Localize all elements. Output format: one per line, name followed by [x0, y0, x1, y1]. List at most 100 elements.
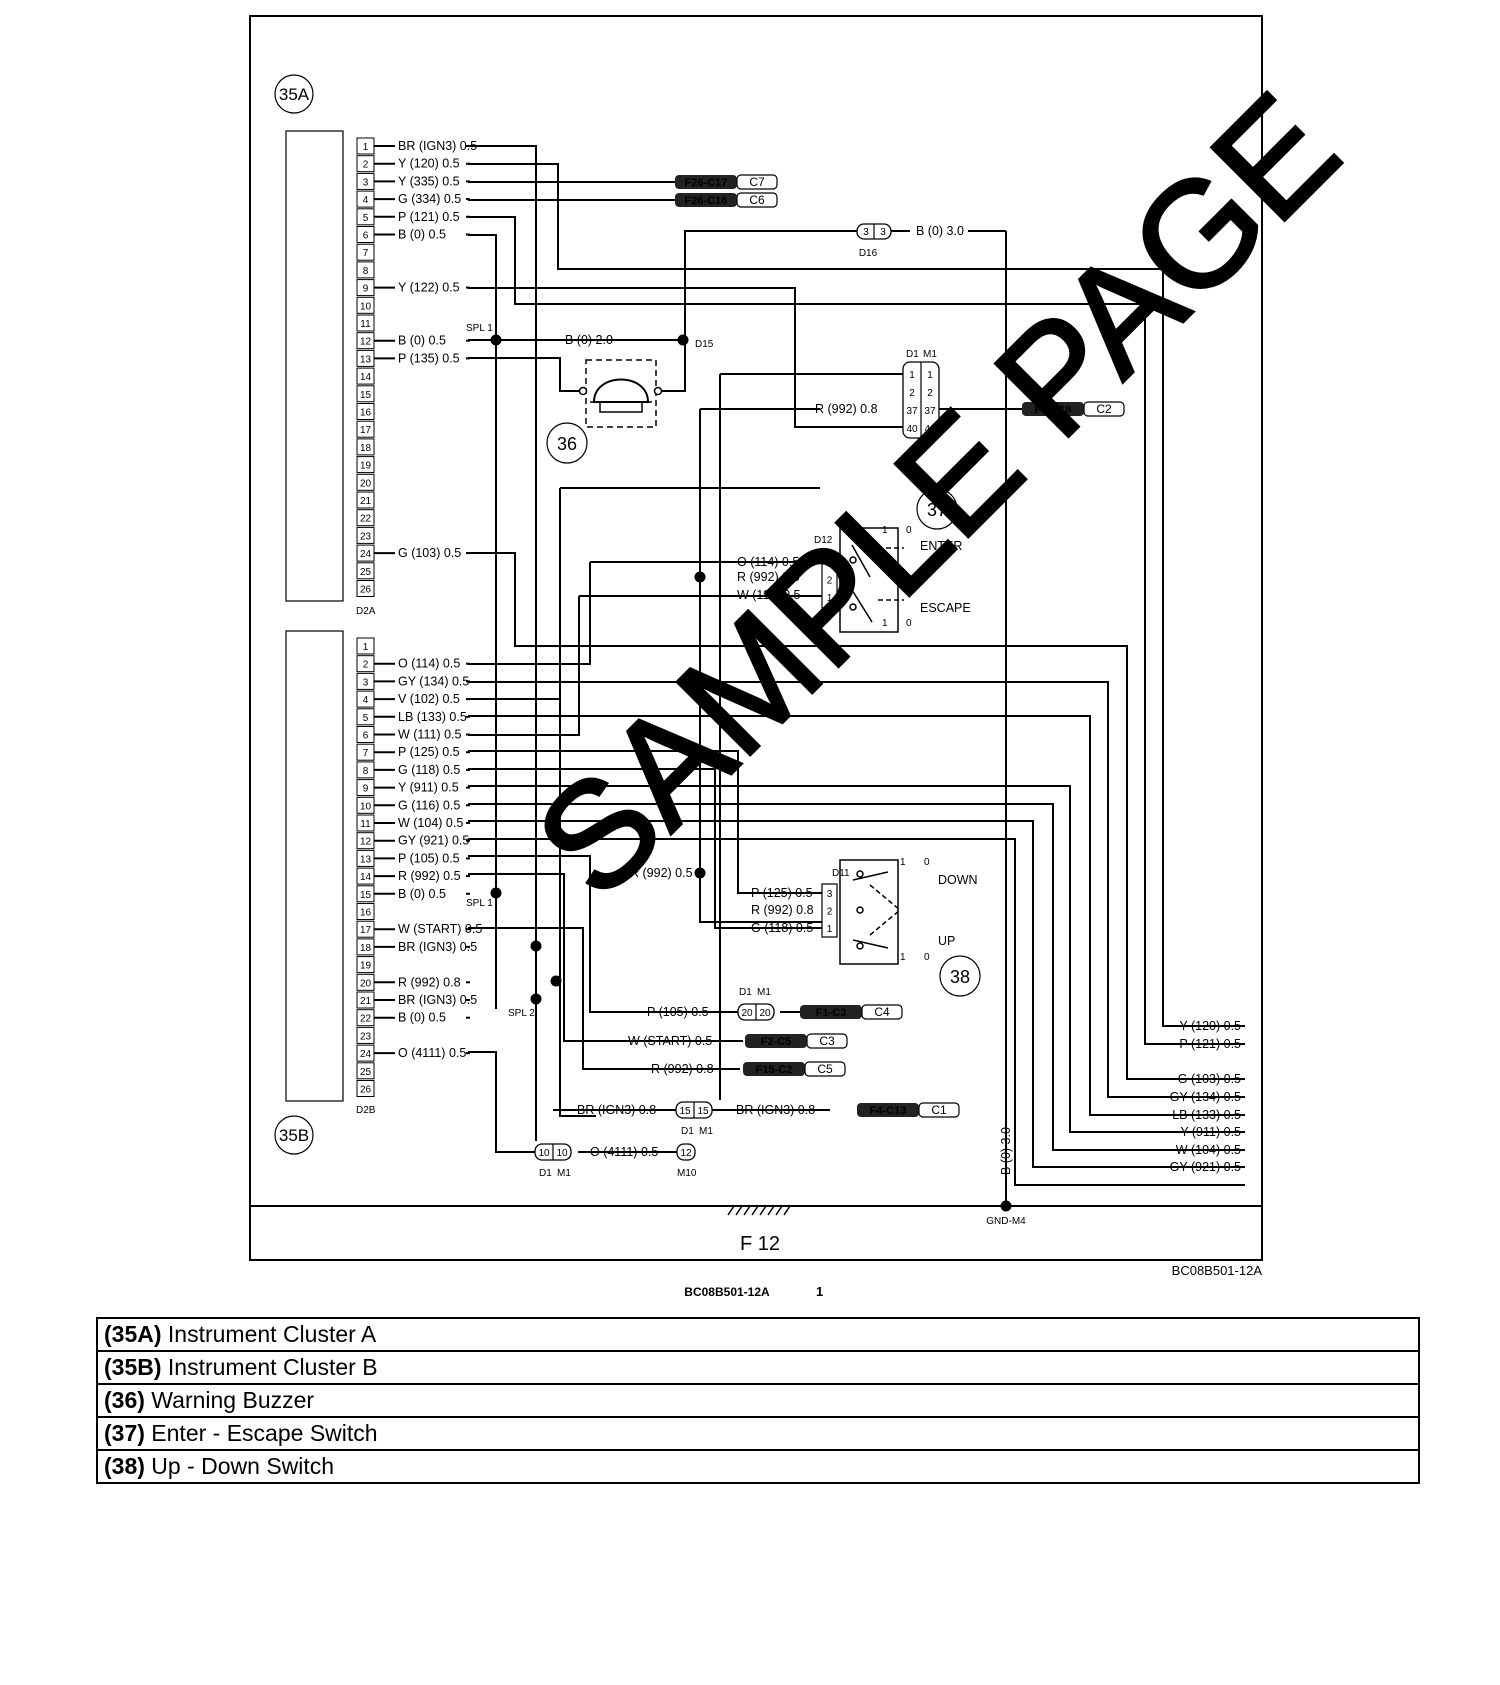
pin-number: 24 [360, 1049, 372, 1060]
wire-label: O (4111) 0.5 [590, 1145, 658, 1159]
svg-text:0: 0 [924, 952, 930, 963]
pin-box [356, 456, 375, 474]
pin-number: 9 [363, 784, 369, 795]
pin-number: 13 [360, 854, 372, 865]
wire-label: B (0) 2.0 [565, 333, 613, 347]
svg-text:M10: M10 [677, 1168, 697, 1179]
connector-pin: C5 [817, 1062, 833, 1076]
svg-text:D1: D1 [681, 1126, 694, 1137]
pin-number: 14 [360, 872, 372, 883]
wire-label: W (START) 0.5 [398, 922, 482, 936]
output-label: LB (133) 0.5 [1172, 1108, 1241, 1122]
connector-code: F2-C5 [761, 1036, 792, 1048]
pin-number: 11 [360, 819, 371, 830]
pin-number: 18 [360, 443, 372, 454]
wire-label: V (102) 0.5 [398, 692, 460, 706]
wire-label: R (992) 0.8 [815, 402, 878, 416]
pin-number: 2 [363, 660, 369, 671]
wire-label: P (135) 0.5 [398, 351, 460, 365]
pin-number: 15 [360, 390, 372, 401]
wire-label: BR (IGN3) 0.5 [398, 139, 477, 153]
pin-number: 18 [360, 943, 372, 954]
wire-label: P (105) 0.5 [398, 851, 460, 865]
cluster-a-connector: D2A [356, 606, 376, 617]
pin-number: 24 [360, 549, 372, 560]
legend-cell: (38) Up - Down Switch [96, 1449, 1420, 1484]
wire-label: GY (921) 0.5 [398, 834, 469, 848]
pin-number: 19 [360, 461, 372, 472]
cluster-a-badge [274, 74, 314, 114]
output-label: Y (911) 0.5 [1180, 1125, 1241, 1139]
pin-number: 37 [924, 406, 936, 417]
pin-number: 1 [363, 142, 369, 153]
m10-connector [676, 1143, 696, 1161]
pin-number: 1 [909, 370, 915, 381]
output-label: GY (921) 0.5 [1170, 1160, 1241, 1174]
switch-37-pins: 321 [827, 558, 833, 604]
pin-box [356, 956, 375, 974]
wire-label: O (114) 0.5 [398, 657, 460, 671]
wire-label: P (121) 0.5 [398, 210, 460, 224]
pin-box [356, 403, 375, 420]
svg-text:0: 0 [906, 618, 912, 629]
pin-box [356, 1080, 375, 1097]
pin-box [356, 438, 375, 456]
legend-cell: (37) Enter - Escape Switch [96, 1416, 1420, 1451]
svg-text:M1: M1 [757, 987, 771, 998]
wire-label: Y (122) 0.5 [398, 281, 460, 295]
cluster-a-pins: 1234567891011121314151617181920212223242… [356, 137, 375, 597]
output-label: G (103) 0.5 [1178, 1072, 1241, 1086]
connector-pin: C2 [1096, 402, 1112, 416]
switch-37-pos1: ENTER [920, 539, 962, 553]
wire-label: Y (120) 0.5 [398, 157, 460, 171]
wire-label: G (118) 0.5 [751, 921, 813, 935]
switch-38-contacts [852, 870, 901, 950]
pin-number: 2 [827, 907, 833, 918]
wire-label: BR (IGN3) 0.8 [736, 1103, 815, 1117]
pin-number: 10 [360, 801, 372, 812]
pin-box [356, 367, 375, 385]
wire-label: G (116) 0.5 [398, 798, 460, 812]
svg-text:D1: D1 [906, 349, 919, 360]
svg-text:10: 10 [538, 1148, 550, 1159]
svg-text:15: 15 [679, 1106, 691, 1117]
pin-number: 14 [360, 372, 372, 383]
wire-label: R (992) 0.8 [651, 1062, 714, 1076]
d16-label: D16 [859, 248, 878, 259]
legend-row: (37) Enter - Escape Switch [96, 1416, 1420, 1451]
pin-number: 22 [360, 514, 372, 525]
pin-number: 6 [363, 231, 369, 242]
splice-label: SPL 1 [466, 898, 493, 909]
legend-cell: (35B) Instrument Cluster B [96, 1350, 1420, 1385]
ground-wire-label: B (0) 3.0 [999, 1127, 1013, 1175]
wire-label: LB (133) 0.5 [398, 710, 467, 724]
wire-label: Y (911) 0.5 [398, 781, 459, 795]
watermark: SAMPLE PAGE [504, 62, 1369, 927]
svg-text:M1: M1 [923, 349, 937, 360]
switch-37-id: 37 [927, 500, 947, 520]
cluster-a-body [285, 130, 344, 602]
pin-number: 16 [360, 408, 372, 419]
wire-label: W (START) 0.5 [628, 1034, 712, 1048]
pin-number: 25 [360, 567, 372, 578]
pin-number: 19 [360, 961, 372, 972]
output-label: W (104) 0.5 [1176, 1143, 1241, 1157]
wire-label: R (992) 0.8 [737, 570, 800, 584]
connector-pin: C1 [931, 1103, 947, 1117]
pin-number: 40 [924, 424, 936, 435]
connector-code: F26-C17 [685, 177, 728, 189]
pin-number: 6 [363, 731, 369, 742]
pin-box [356, 243, 375, 261]
pin-number: 17 [360, 925, 372, 936]
legend-row: (36) Warning Buzzer [96, 1383, 1420, 1418]
legend-cell: (36) Warning Buzzer [96, 1383, 1420, 1418]
wire-label: B (0) 3.0 [916, 224, 964, 238]
pin-number: 16 [360, 908, 372, 919]
pin-box [356, 261, 375, 279]
pin-number: 3 [827, 889, 833, 900]
pin-number: 17 [360, 425, 372, 436]
